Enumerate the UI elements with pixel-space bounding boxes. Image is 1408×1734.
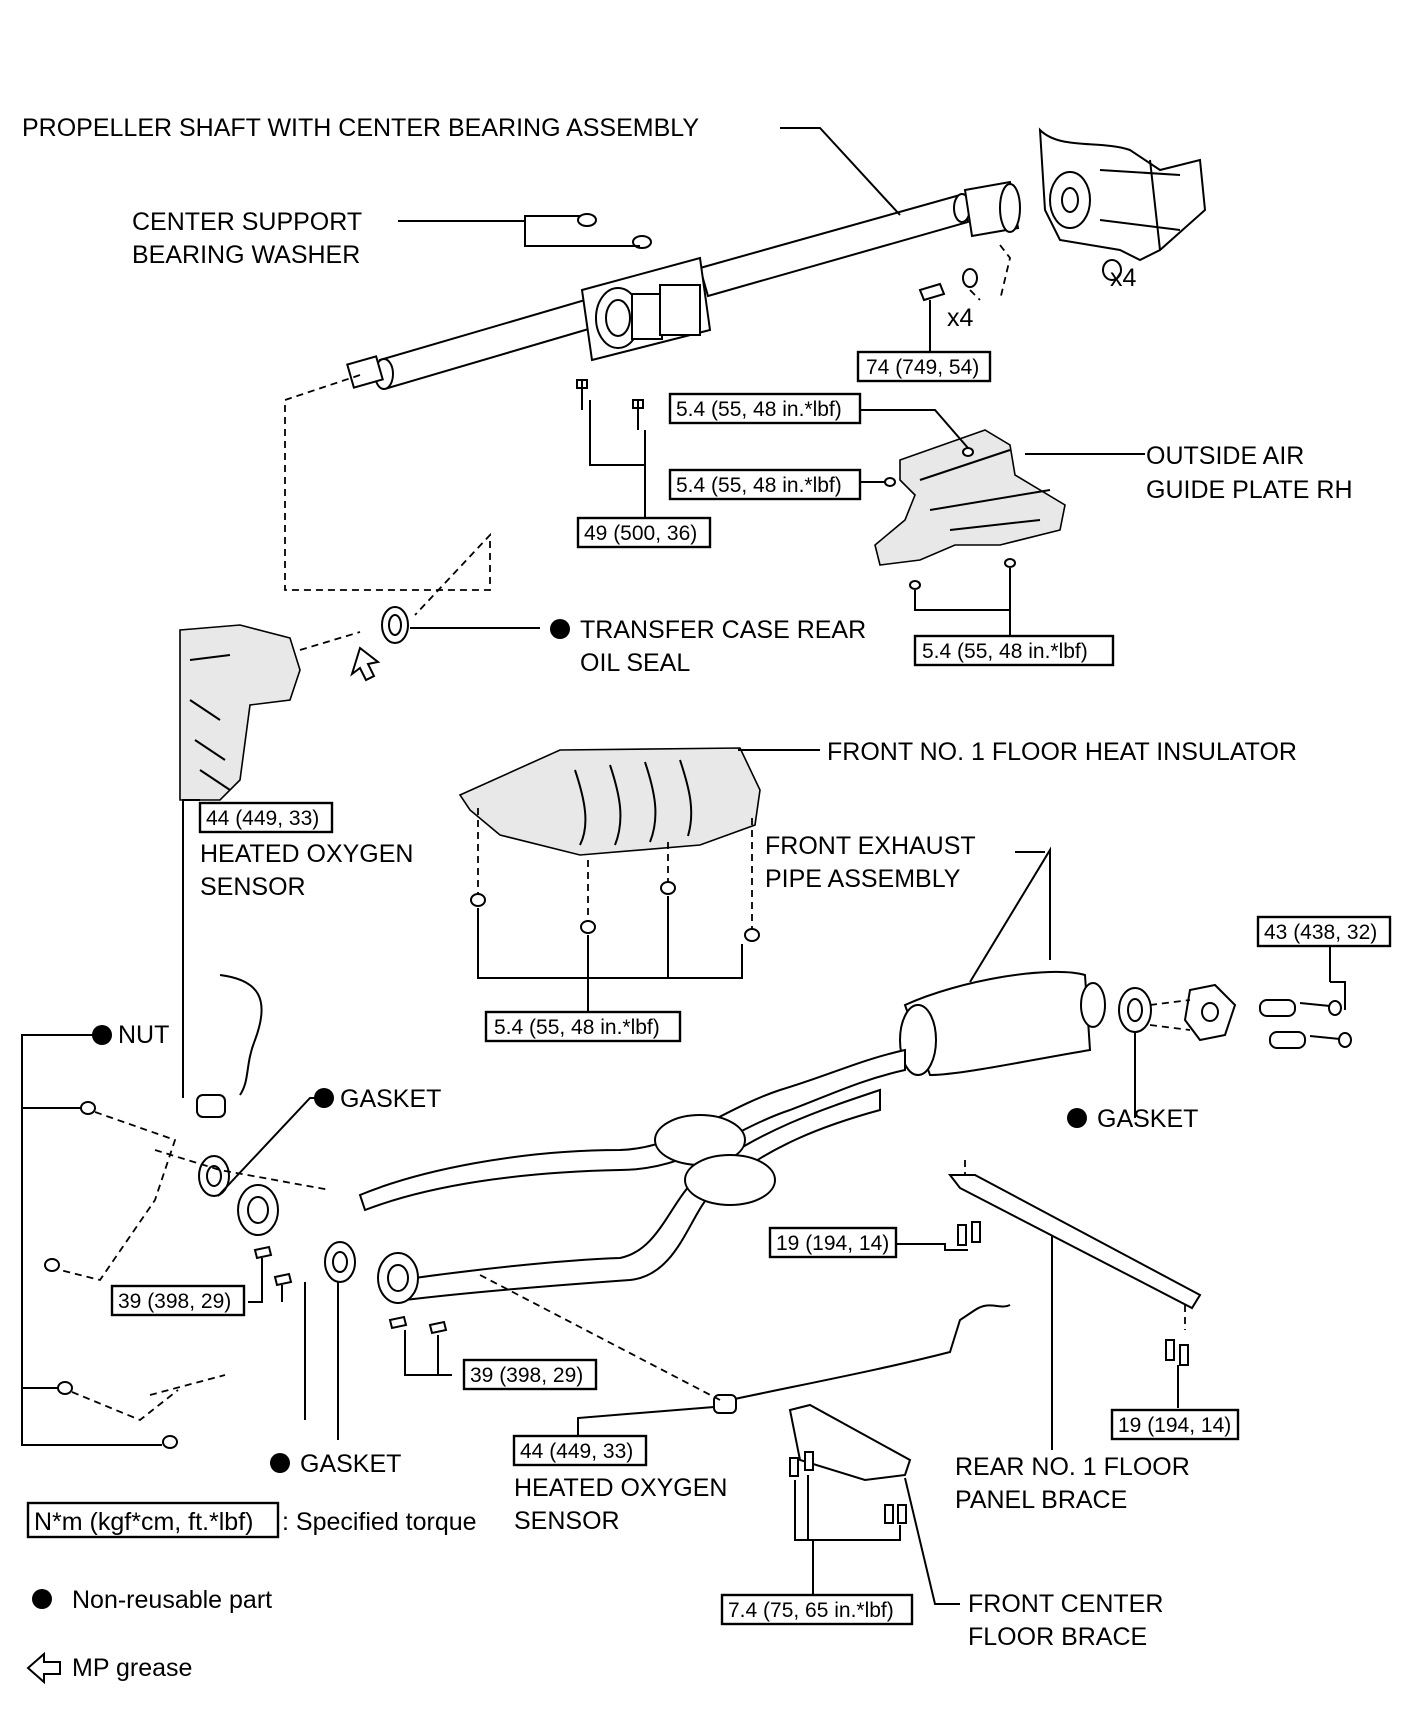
torque-o2-lower: 44 (449, 33) — [520, 1440, 633, 1463]
legend-mp-grease: MP grease — [72, 1654, 192, 1682]
torque-front-brace: 7.4 (75, 65 in.*lbf) — [728, 1599, 894, 1622]
label-o2-lower-2: SENSOR — [514, 1507, 620, 1535]
transfer-case — [179, 606, 540, 801]
label-front-brace-1: FRONT CENTER — [968, 1590, 1163, 1618]
label-qty-x4-b: x4 — [947, 304, 974, 332]
mp-grease-arrow-icon — [26, 1651, 61, 1685]
bullet-oil-seal — [550, 619, 570, 639]
torque-exhaust-rear: 43 (438, 32) — [1264, 921, 1377, 944]
floor-heat-insulator — [458, 747, 820, 1022]
left-mount-group — [21, 1034, 452, 1449]
rear-flange-assembly — [1118, 946, 1352, 1118]
legend-torque-unit: N*m (kgf*cm, ft.*lbf) — [34, 1508, 253, 1536]
label-qty-x4-a: x4 — [1110, 264, 1137, 292]
torque-center-bearing: 49 (500, 36) — [584, 522, 697, 545]
label-rear-brace-1: REAR NO. 1 FLOOR — [955, 1453, 1190, 1481]
label-gasket-2: GASKET — [1097, 1105, 1198, 1133]
propeller-shaft — [284, 127, 1207, 651]
legend-bullet-icon — [32, 1589, 52, 1609]
upper-oxygen-sensor — [182, 799, 263, 1118]
label-outside-air-1: OUTSIDE AIR — [1146, 442, 1304, 470]
torque-shaft-flange: 74 (749, 54) — [866, 356, 979, 379]
label-front-brace-2: FLOOR BRACE — [968, 1623, 1147, 1651]
rear-floor-panel-brace — [895, 1160, 1202, 1450]
label-nut: NUT — [118, 1021, 169, 1049]
torque-flange-left-2: 39 (398, 29) — [470, 1364, 583, 1387]
label-oil-seal-1: TRANSFER CASE REAR — [580, 616, 866, 644]
label-floor-insulator: FRONT NO. 1 FLOOR HEAT INSULATOR — [827, 738, 1297, 766]
legend-torque-box — [26, 1501, 280, 1539]
label-center-washer-2: BEARING WASHER — [132, 241, 360, 269]
non-reusable-markers — [92, 619, 1087, 1473]
torque-insulator: 5.4 (55, 48 in.*lbf) — [494, 1016, 660, 1039]
lower-oxygen-sensor — [479, 1274, 1011, 1436]
text-labels: PROPELLER SHAFT WITH CENTER BEARING ASSE… — [22, 114, 1353, 1651]
front-center-floor-brace — [788, 1403, 960, 1605]
label-rear-brace-2: PANEL BRACE — [955, 1486, 1127, 1514]
outside-air-guide-plate — [860, 409, 1145, 638]
label-oil-seal-2: OIL SEAL — [580, 649, 690, 677]
label-o2-upper-2: SENSOR — [200, 873, 306, 901]
front-exhaust-pipe — [237, 846, 1106, 1304]
legend-torque-desc: : Specified torque — [282, 1508, 477, 1536]
label-propeller-shaft: PROPELLER SHAFT WITH CENTER BEARING ASSE… — [22, 114, 699, 142]
bullet-gasket-3 — [270, 1453, 290, 1473]
label-o2-lower-1: HEATED OXYGEN — [514, 1474, 727, 1502]
bullet-nut — [92, 1025, 112, 1045]
label-gasket-1: GASKET — [340, 1085, 441, 1113]
torque-rear-brace-front: 19 (194, 14) — [776, 1232, 889, 1255]
bullet-gasket-1 — [314, 1088, 334, 1108]
legend: N*m (kgf*cm, ft.*lbf) : Specified torque… — [26, 1501, 477, 1685]
torque-plate-mid: 5.4 (55, 48 in.*lbf) — [676, 474, 842, 497]
torque-flange-left-1: 39 (398, 29) — [118, 1290, 231, 1313]
torque-boxes: 74 (749, 54) 5.4 (55, 48 in.*lbf) 5.4 (5… — [110, 350, 1392, 1626]
label-center-washer-1: CENTER SUPPORT — [132, 208, 362, 236]
label-exhaust-pipe-1: FRONT EXHAUST — [765, 832, 976, 860]
label-exhaust-pipe-2: PIPE ASSEMBLY — [765, 865, 961, 893]
torque-rear-brace-rear: 19 (194, 14) — [1118, 1414, 1231, 1437]
label-outside-air-2: GUIDE PLATE RH — [1146, 476, 1353, 504]
washer-a — [577, 213, 597, 227]
torque-plate-top: 5.4 (55, 48 in.*lbf) — [676, 398, 842, 421]
label-gasket-3: GASKET — [300, 1450, 401, 1478]
legend-non-reusable: Non-reusable part — [72, 1586, 272, 1614]
torque-plate-bottom: 5.4 (55, 48 in.*lbf) — [922, 640, 1088, 663]
label-o2-upper-1: HEATED OXYGEN — [200, 840, 413, 868]
bullet-gasket-2 — [1067, 1108, 1087, 1128]
torque-o2-upper: 44 (449, 33) — [206, 807, 319, 830]
